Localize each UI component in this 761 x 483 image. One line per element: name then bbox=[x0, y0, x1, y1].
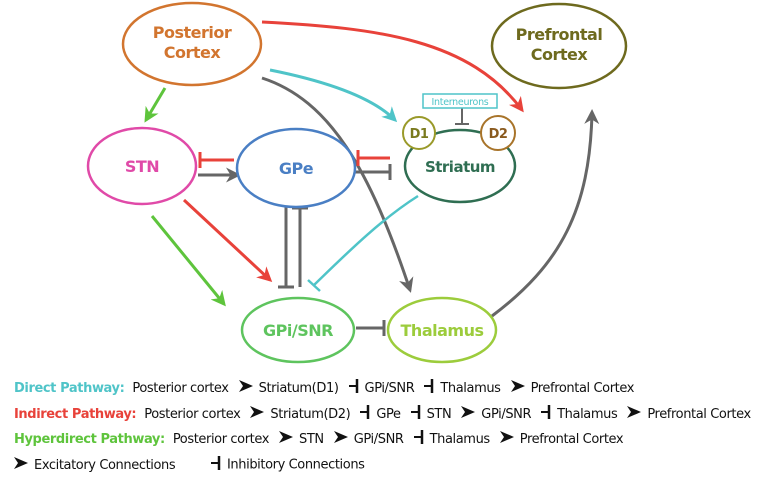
hyperdirect-pathway-name: Hyperdirect Pathway: bbox=[14, 431, 165, 447]
prefrontal-cortex-label-1: Prefrontal bbox=[516, 25, 603, 44]
hyperdirect-step: Thalamus bbox=[429, 431, 491, 447]
direct-step: Striatum(D1) bbox=[258, 380, 339, 396]
indirect-step: GPe bbox=[376, 406, 401, 422]
stn-to-gpi-red-arrow bbox=[182, 198, 273, 283]
basal-ganglia-diagram: Posterior Cortex Prefrontal Cortex STN G… bbox=[86, 1, 628, 364]
prefrontal-cortex-label-2: Cortex bbox=[531, 45, 589, 64]
indirect-step: STN bbox=[426, 406, 452, 422]
hyperdirect-step: Prefrontal Cortex bbox=[519, 431, 624, 447]
hyperdirect-pathway-legend: Hyperdirect Pathway: Posterior cortex STN G… bbox=[14, 430, 629, 448]
inhibitory-bar-icon bbox=[410, 405, 421, 423]
direct-steps: Posterior cortex Striatum(D1) GPi/SNR Thala… bbox=[132, 379, 640, 397]
striatum-inhibits-gpi-line bbox=[313, 194, 419, 286]
interneurons-label: Interneurons bbox=[432, 97, 489, 108]
indirect-step: Thalamus bbox=[557, 406, 618, 422]
gpe-label: GPe bbox=[279, 159, 314, 178]
posterior-cortex-label-1: Posterior bbox=[153, 23, 232, 42]
inhibitory-bar-icon bbox=[348, 379, 359, 397]
stn-to-gpi-green-arrow bbox=[150, 215, 226, 307]
d2-label: D2 bbox=[489, 127, 508, 142]
indirect-steps: Posterior cortex Striatum(D2) GPe STN GPi/SN… bbox=[144, 405, 757, 423]
striatum-node: Striatum bbox=[403, 128, 517, 204]
connection-key: Excitatory Connections Inhibitory Connec… bbox=[14, 456, 365, 474]
prefrontal-cortex-node: Prefrontal Cortex bbox=[490, 2, 628, 90]
hyperdirect-steps: Posterior cortex STN GPi/SNR Thalamus Prefro… bbox=[172, 430, 629, 448]
hyperdirect-step: Posterior cortex bbox=[172, 431, 270, 447]
indirect-step: Posterior cortex bbox=[144, 406, 241, 422]
inhibitory-bar-icon bbox=[541, 405, 551, 423]
inhibitory-bar-icon bbox=[413, 430, 424, 448]
excitatory-arrow-icon bbox=[238, 380, 253, 396]
excitatory-arrow-icon bbox=[279, 431, 294, 447]
excitatory-arrow-icon bbox=[250, 406, 265, 422]
inhibitory-key-label: Inhibitory Connections bbox=[227, 457, 365, 473]
thalamus-label: Thalamus bbox=[401, 321, 484, 340]
excitatory-key-label: Excitatory Connections bbox=[34, 457, 176, 473]
excitatory-key-icon bbox=[14, 457, 28, 473]
d2-node: D2 bbox=[480, 115, 516, 151]
direct-step: GPi/SNR bbox=[364, 380, 415, 396]
posterior-cortex-node: Posterior Cortex bbox=[121, 1, 263, 87]
posterior-to-striatum-arrow bbox=[269, 68, 398, 123]
posterior-to-prefrontal-arrow bbox=[261, 20, 524, 113]
direct-step: Thalamus bbox=[440, 380, 501, 396]
gpe-node: GPe bbox=[235, 127, 357, 209]
stn-label: STN bbox=[125, 157, 159, 176]
direct-step: Prefrontal Cortex bbox=[530, 380, 635, 396]
gpi-snr-label: GPi/SNR bbox=[263, 321, 333, 340]
posterior-cortex-label-2: Cortex bbox=[164, 43, 222, 62]
excitatory-arrow-icon bbox=[333, 431, 348, 447]
excitatory-arrow-icon bbox=[461, 406, 476, 422]
indirect-step: GPi/SNR bbox=[481, 406, 532, 422]
excitatory-arrow-icon bbox=[499, 431, 514, 447]
indirect-step: Prefrontal Cortex bbox=[647, 406, 751, 422]
direct-pathway-name: Direct Pathway: bbox=[14, 380, 125, 396]
direct-pathway-legend: Direct Pathway: Posterior cortex Striatum(… bbox=[14, 379, 640, 397]
thalamus-node: Thalamus bbox=[386, 296, 498, 364]
direct-step: Posterior cortex bbox=[132, 380, 229, 396]
hyperdirect-step: GPi/SNR bbox=[353, 431, 404, 447]
d1-label: D1 bbox=[410, 127, 429, 142]
excitatory-arrow-icon bbox=[627, 406, 642, 422]
d1-node: D1 bbox=[402, 116, 436, 150]
excitatory-arrow-icon bbox=[510, 380, 525, 396]
indirect-step: Striatum(D2) bbox=[270, 406, 351, 422]
inhibitory-bar-icon bbox=[360, 405, 370, 423]
striatum-inhibits-gpi-bar bbox=[307, 279, 321, 292]
hyperdirect-step: STN bbox=[299, 431, 324, 447]
thalamus-to-prefrontal-arrow bbox=[491, 109, 600, 318]
inhibitory-bar-icon bbox=[424, 379, 434, 397]
striatum-label: Striatum bbox=[425, 158, 495, 176]
posterior-to-stn-arrow bbox=[144, 87, 167, 123]
gpi-snr-node: GPi/SNR bbox=[240, 296, 356, 364]
stn-node: STN bbox=[86, 126, 198, 206]
indirect-pathway-name: Indirect Pathway: bbox=[14, 406, 137, 422]
indirect-pathway-legend: Indirect Pathway: Posterior cortex Striatu… bbox=[14, 405, 757, 423]
interneurons-box: Interneurons bbox=[422, 93, 498, 109]
inhibitory-key-icon bbox=[211, 456, 221, 474]
